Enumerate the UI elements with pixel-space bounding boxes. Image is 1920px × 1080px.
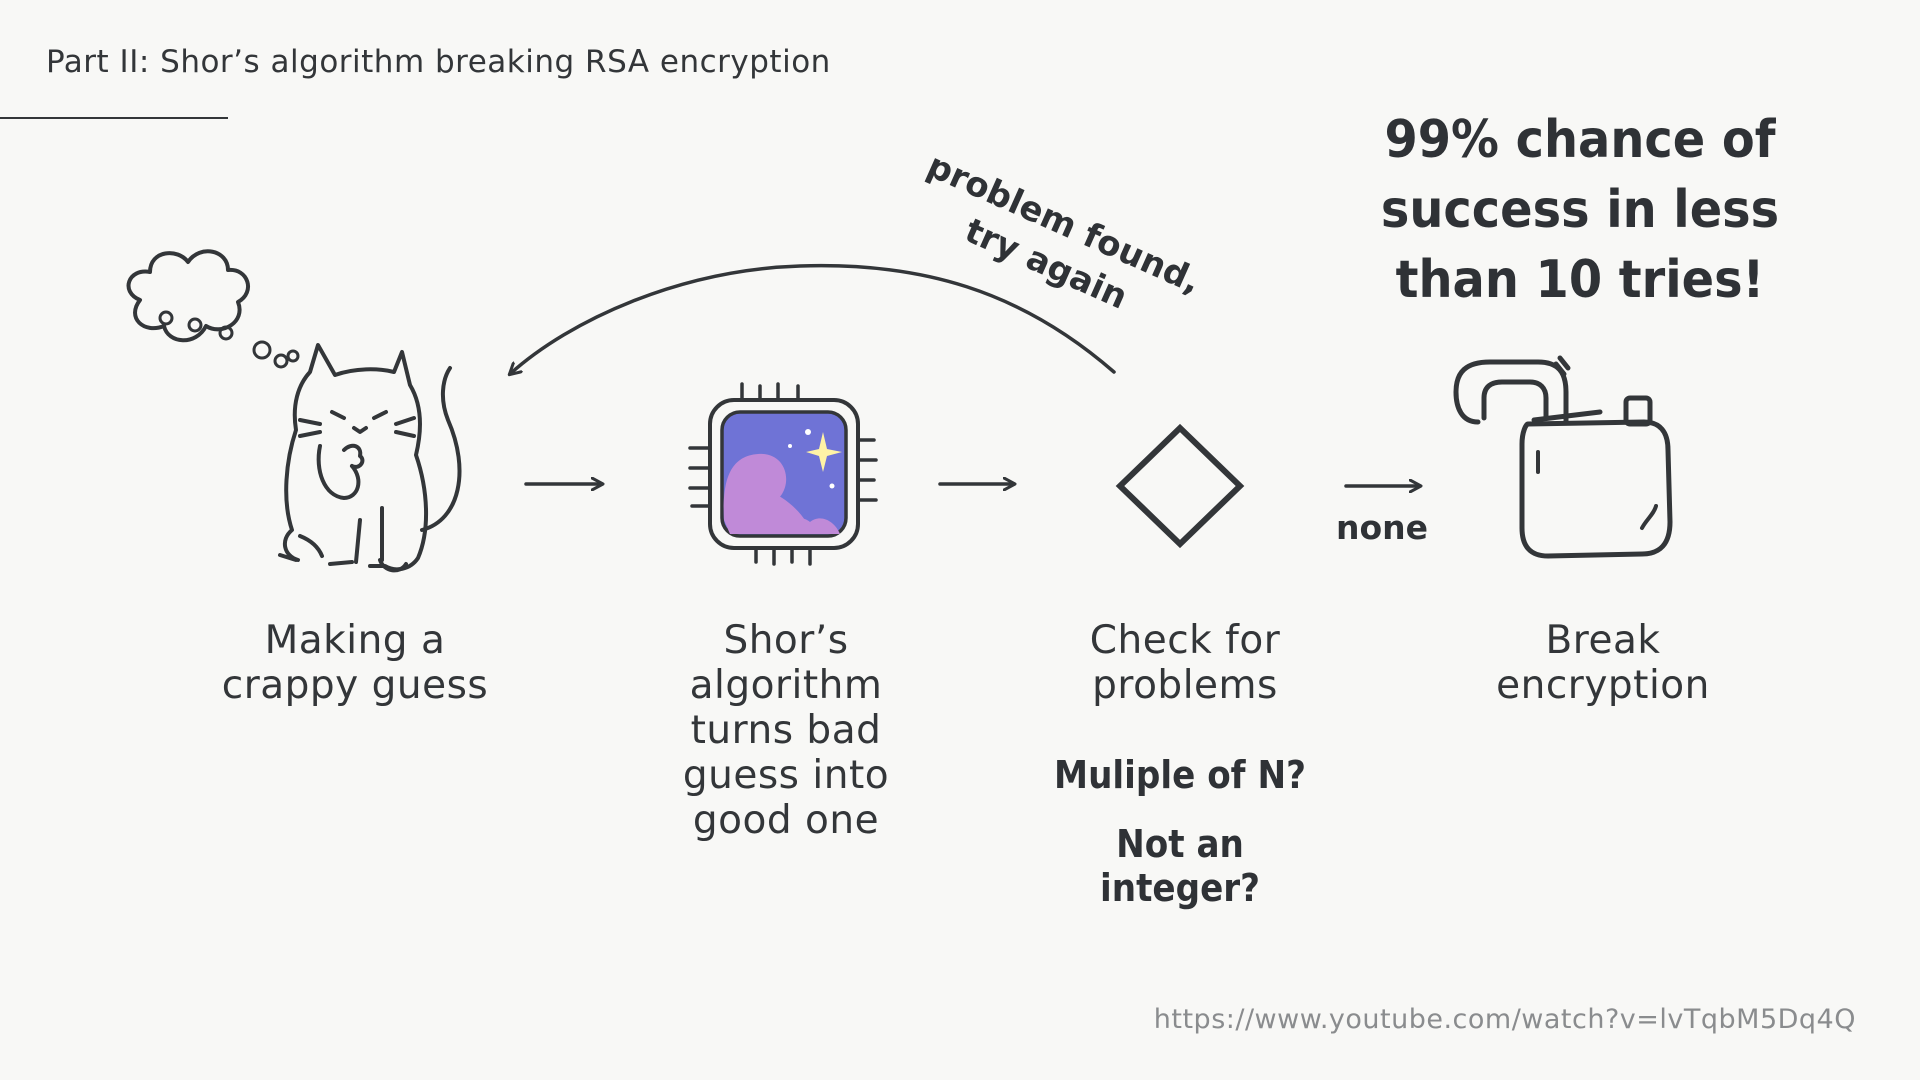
check-question-multiple: Muliple of N? bbox=[1054, 753, 1306, 797]
step-label-guess: Making a crappy guess bbox=[221, 618, 489, 708]
header-title: Part II: Shor’s algorithm breaking RSA e… bbox=[46, 44, 831, 80]
success-callout: 99% chance of success in less than 10 tr… bbox=[1380, 110, 1780, 310]
step-label-break: Break encryption bbox=[1496, 618, 1710, 708]
step-label-check: Check for problems bbox=[1089, 618, 1281, 708]
decision-diamond-icon bbox=[1115, 423, 1245, 549]
none-label: none bbox=[1336, 508, 1429, 547]
unlocked-padlock-icon bbox=[1453, 355, 1673, 559]
check-question-integer: Not an integer? bbox=[1099, 822, 1261, 910]
source-url[interactable]: https://www.youtube.com/watch?v=lvTqbM5D… bbox=[1153, 1004, 1856, 1035]
header-rule bbox=[0, 117, 228, 119]
quantum-chip-icon bbox=[688, 382, 878, 566]
thinking-cat-icon bbox=[126, 249, 462, 573]
step-label-shor: Shor’s algorithm turns bad guess into go… bbox=[682, 618, 890, 843]
loop-back-arrow bbox=[510, 263, 1116, 374]
